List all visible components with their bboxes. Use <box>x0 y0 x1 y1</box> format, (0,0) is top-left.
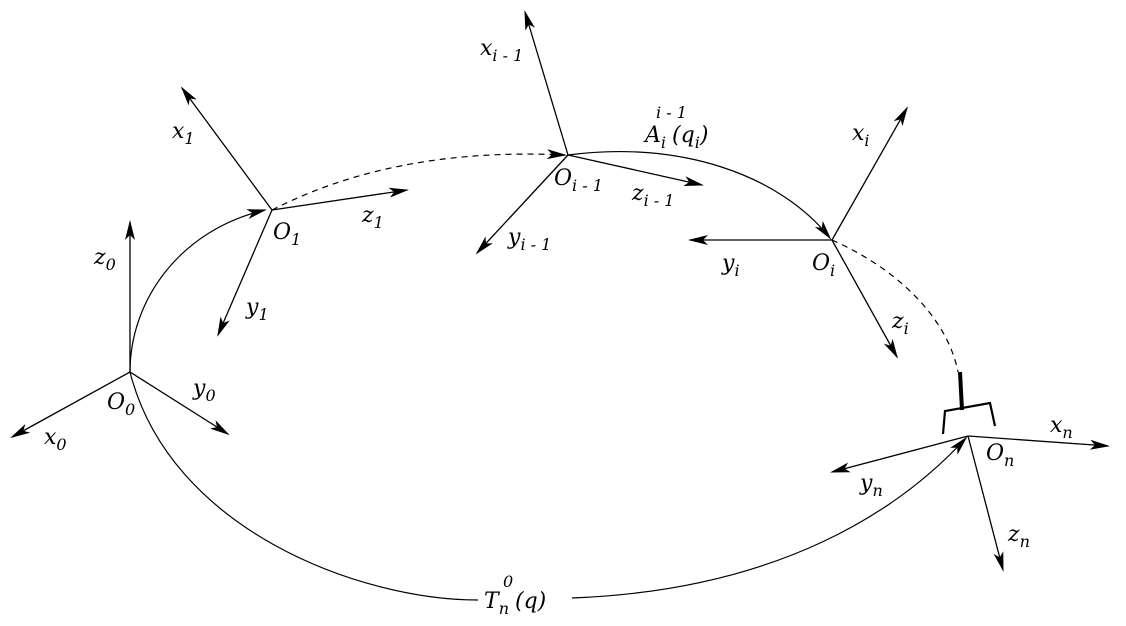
frame-1-origin-label: O1 <box>273 220 301 249</box>
frame-i-y-label: yi <box>721 251 740 280</box>
transform-a-main: Ai(qi) <box>643 123 708 152</box>
frame-1-y-axis <box>217 209 273 337</box>
frame-0: z0 y0 x0 O0 <box>10 220 230 454</box>
frame-i-x-label: xi <box>852 121 870 150</box>
frame-0-origin-label: O0 <box>107 390 135 419</box>
frame-0-x-axis <box>10 371 131 438</box>
transform-t-label: 0 Tn(q) <box>484 572 546 618</box>
gripper-stem <box>958 371 964 411</box>
end-effector <box>941 371 997 435</box>
frame-i-minus-1-x-axis <box>524 10 569 156</box>
frame-n-z-label: zn <box>1007 522 1030 551</box>
frame-i-origin-label: Oi <box>812 251 835 280</box>
transform-a-superscript: i - 1 <box>656 103 687 122</box>
frame-i-minus-1-y-label: yi - 1 <box>507 225 551 254</box>
frame-i-z-label: zi <box>891 309 909 338</box>
frame-n-z-axis <box>967 435 1004 572</box>
curve-i-minus-1-to-i <box>567 150 832 240</box>
frame-0-y-axis <box>129 371 230 436</box>
curve-0-to-1 <box>129 209 267 373</box>
frame-0-z-label: z0 <box>93 245 116 274</box>
frame-1-x-label: x1 <box>172 119 195 148</box>
frame-i-minus-1-origin-label: Oi - 1 <box>554 166 603 195</box>
transform-t-superscript: 0 <box>503 572 513 591</box>
frame-n-x-label: xn <box>1050 413 1073 442</box>
frame-0-x-label: x0 <box>44 425 67 454</box>
frame-i-minus-1-z-label: zi - 1 <box>631 181 674 210</box>
frame-n-x-axis <box>967 435 1110 450</box>
frame-1-x-axis <box>180 86 273 211</box>
frame-n-y-axis <box>830 435 969 473</box>
frame-0-y-label: y0 <box>192 376 216 405</box>
frame-i-minus-1: xi - 1 zi - 1 yi - 1 Oi - 1 <box>475 10 704 255</box>
frame-1-y-label: y1 <box>245 295 269 324</box>
frame-1: x1 z1 y1 O1 <box>172 86 409 337</box>
frame-1-z-axis <box>271 187 409 211</box>
curve-1-to-i-minus-1 <box>271 149 567 211</box>
frame-i-minus-1-x-label: xi - 1 <box>480 36 523 65</box>
frame-i: xi yi zi Oi <box>688 106 909 359</box>
curve-i-to-end-effector <box>831 239 959 373</box>
frame-n-y-label: yn <box>859 471 883 500</box>
frame-i-x-axis <box>831 106 908 241</box>
frame-i-minus-1-z-axis <box>567 154 704 186</box>
curve-base-to-end <box>129 371 479 601</box>
frame-n-origin-label: On <box>986 441 1014 470</box>
frame-i-z-axis <box>831 239 898 359</box>
transform-a-label: i - 1 Ai(qi) <box>643 103 708 152</box>
curve-base-to-end-2 <box>571 436 968 599</box>
gripper-jaws <box>941 401 997 435</box>
frame-n: xn yn zn On <box>830 413 1110 572</box>
frame-i-minus-1-y-axis <box>475 154 569 255</box>
transform-t-main: Tn(q) <box>484 589 546 618</box>
frame-1-z-label: z1 <box>361 203 384 232</box>
